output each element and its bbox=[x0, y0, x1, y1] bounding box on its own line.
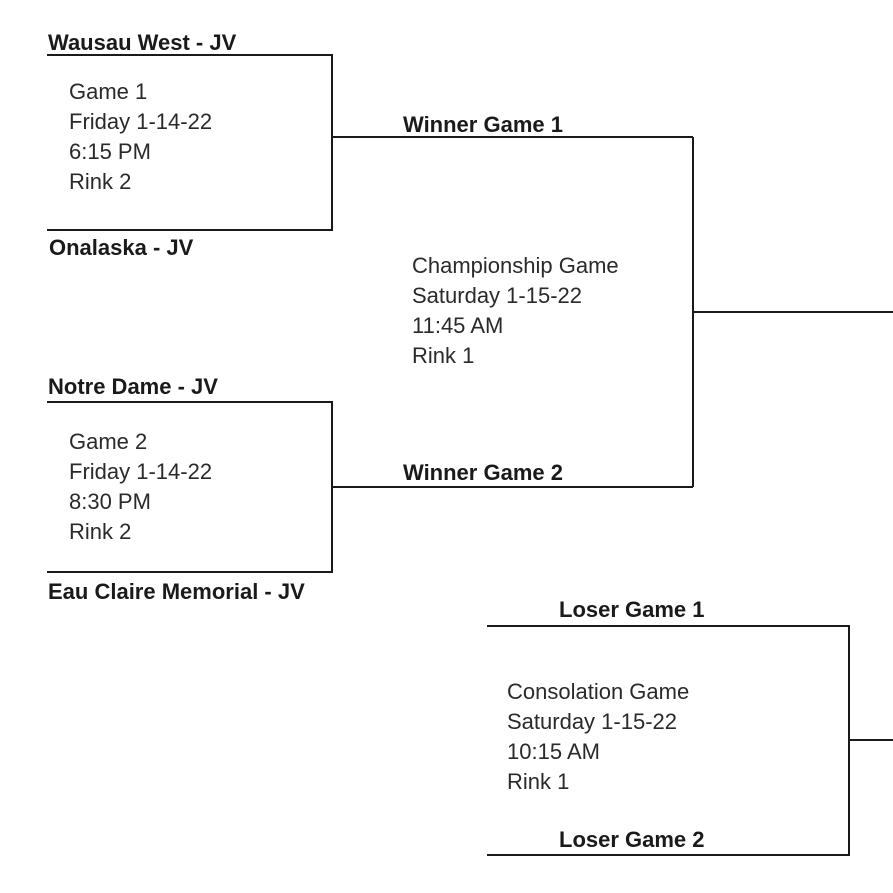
loser-game1-label: Loser Game 1 bbox=[559, 597, 705, 622]
loser-game2-label: Loser Game 2 bbox=[559, 827, 705, 852]
consolation-time: 10:15 AM bbox=[507, 739, 600, 764]
game1-info: Game 1 Friday 1-14-22 6:15 PM Rink 2 bbox=[69, 77, 212, 197]
championship-rink: Rink 1 bbox=[412, 343, 475, 368]
team-eau-claire-memorial: Eau Claire Memorial - JV bbox=[48, 579, 305, 604]
game2-rink: Rink 2 bbox=[69, 519, 132, 544]
game1-name: Game 1 bbox=[69, 79, 148, 104]
game1-rink: Rink 2 bbox=[69, 169, 132, 194]
team-wausau-west: Wausau West - JV bbox=[48, 30, 237, 55]
game1-bracket-line bbox=[47, 54, 333, 231]
winner-game2-label: Winner Game 2 bbox=[403, 460, 563, 485]
consolation-info: Consolation Game Saturday 1-15-22 10:15 … bbox=[507, 677, 689, 797]
championship-date: Saturday 1-15-22 bbox=[412, 283, 582, 308]
championship-info: Championship Game Saturday 1-15-22 11:45… bbox=[412, 251, 619, 371]
consolation-rink: Rink 1 bbox=[507, 769, 570, 794]
championship-name: Championship Game bbox=[412, 253, 619, 278]
team-notre-dame: Notre Dame - JV bbox=[48, 374, 218, 399]
game2-time: 8:30 PM bbox=[69, 489, 151, 514]
championship-time: 11:45 AM bbox=[412, 313, 504, 338]
game2-name: Game 2 bbox=[69, 429, 148, 454]
consolation-date: Saturday 1-15-22 bbox=[507, 709, 677, 734]
game2-info: Game 2 Friday 1-14-22 8:30 PM Rink 2 bbox=[69, 427, 212, 547]
winner-game1-label: Winner Game 1 bbox=[403, 112, 563, 137]
team-onalaska: Onalaska - JV bbox=[49, 235, 194, 260]
game1-time: 6:15 PM bbox=[69, 139, 151, 164]
game1-date: Friday 1-14-22 bbox=[69, 109, 213, 134]
consolation-name: Consolation Game bbox=[507, 679, 690, 704]
game2-date: Friday 1-14-22 bbox=[69, 459, 213, 484]
